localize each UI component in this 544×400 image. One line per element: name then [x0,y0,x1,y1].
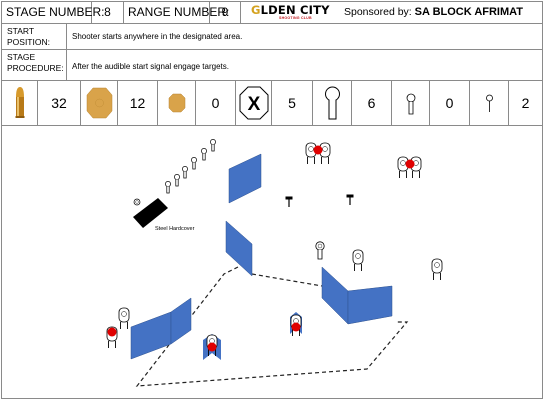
paper-target [315,241,325,260]
stage-procedure-text: After the audible start signal engage ta… [72,62,229,71]
steel-hardcover [133,198,168,228]
stage-procedure-row: STAGE PROCEDURE: After the audible start… [2,50,542,81]
paper-target [118,307,130,330]
range-number-label: RANGE NUMBER: [124,2,229,23]
wall-center [225,220,253,277]
stage-layout-drawing [106,139,443,387]
range-number-value: 9 [210,2,241,23]
steel-plate [284,195,294,208]
no-shoot-target [313,145,323,155]
start-position-label: START POSITION: [2,24,67,49]
target-array-top-center [305,142,331,165]
popper [174,174,180,187]
popper [201,148,207,161]
target-array-top-right [397,156,422,179]
wall-left-front [130,311,172,360]
paper-target [431,258,443,281]
sponsor-name: SA BLOCK AFRIMAT [414,6,523,18]
stage-diagram: Steel Hardcover [2,126,542,398]
no-shoot-count: 5 [272,81,313,125]
popper [165,181,171,194]
steel-hardcover-label: Steel Hardcover [155,226,195,232]
logo-subtitle: SHOOTING CLUB [279,16,312,20]
target-count-row: 32 12 0 X 5 6 [2,81,542,126]
start-position-row: START POSITION: Shooter starts anywhere … [2,24,542,50]
wall-left-side [170,297,192,345]
walls [130,153,393,360]
mini-popper-icon [392,81,430,125]
sponsor-cell: Sponsored by: SA BLOCK AFRIMAT [336,2,542,23]
stage-procedure-label: STAGE PROCEDURE: [2,50,67,80]
wall-right-front [347,285,393,325]
club-logo: GLDEN CITY SHOOTING CLUB [251,4,331,21]
target-with-no-shoot-left [106,326,118,349]
header-row: STAGE NUMBER: 8 RANGE NUMBER: 9 GLDEN CI… [2,2,542,24]
start-position-text: Shooter starts anywhere in the designate… [72,32,243,41]
plate-icon [470,81,509,125]
logo-word: LDEN CITY [260,3,330,17]
shooting-area-boundary [135,266,409,387]
popper [182,166,188,179]
club-logo-cell: GLDEN CITY SHOOTING CLUB [241,2,336,23]
rounds-count: 32 [38,81,81,125]
mini-paper-target-icon [158,81,196,125]
logo-initial: G [251,3,261,17]
popper [191,157,197,170]
svg-text:X: X [248,94,261,115]
wall-right-angled [321,266,349,325]
steel-popper-count: 6 [352,81,392,125]
no-shoot-icon: X [236,81,272,125]
paper-target [352,249,364,272]
stage-number-label: STAGE NUMBER: [2,2,104,23]
wall-top [228,153,262,204]
paper-target-icon [81,81,118,125]
popper-icon [313,81,352,125]
paper-target-count: 12 [118,81,158,125]
popper [210,139,216,152]
sponsor-label: Sponsored by: [344,6,412,18]
target-with-no-shoot-bottom [203,334,221,360]
target-with-no-shoot-center [290,312,302,337]
mini-popper-count: 0 [430,81,470,125]
steel-plate [345,193,355,206]
bullet-icon [2,81,38,125]
no-shoot-target [405,159,415,169]
steel-plate-count: 2 [521,95,530,111]
mini-paper-target-count: 0 [196,81,236,125]
stage-number-value: 8 [92,2,124,23]
popper-row [165,139,216,194]
